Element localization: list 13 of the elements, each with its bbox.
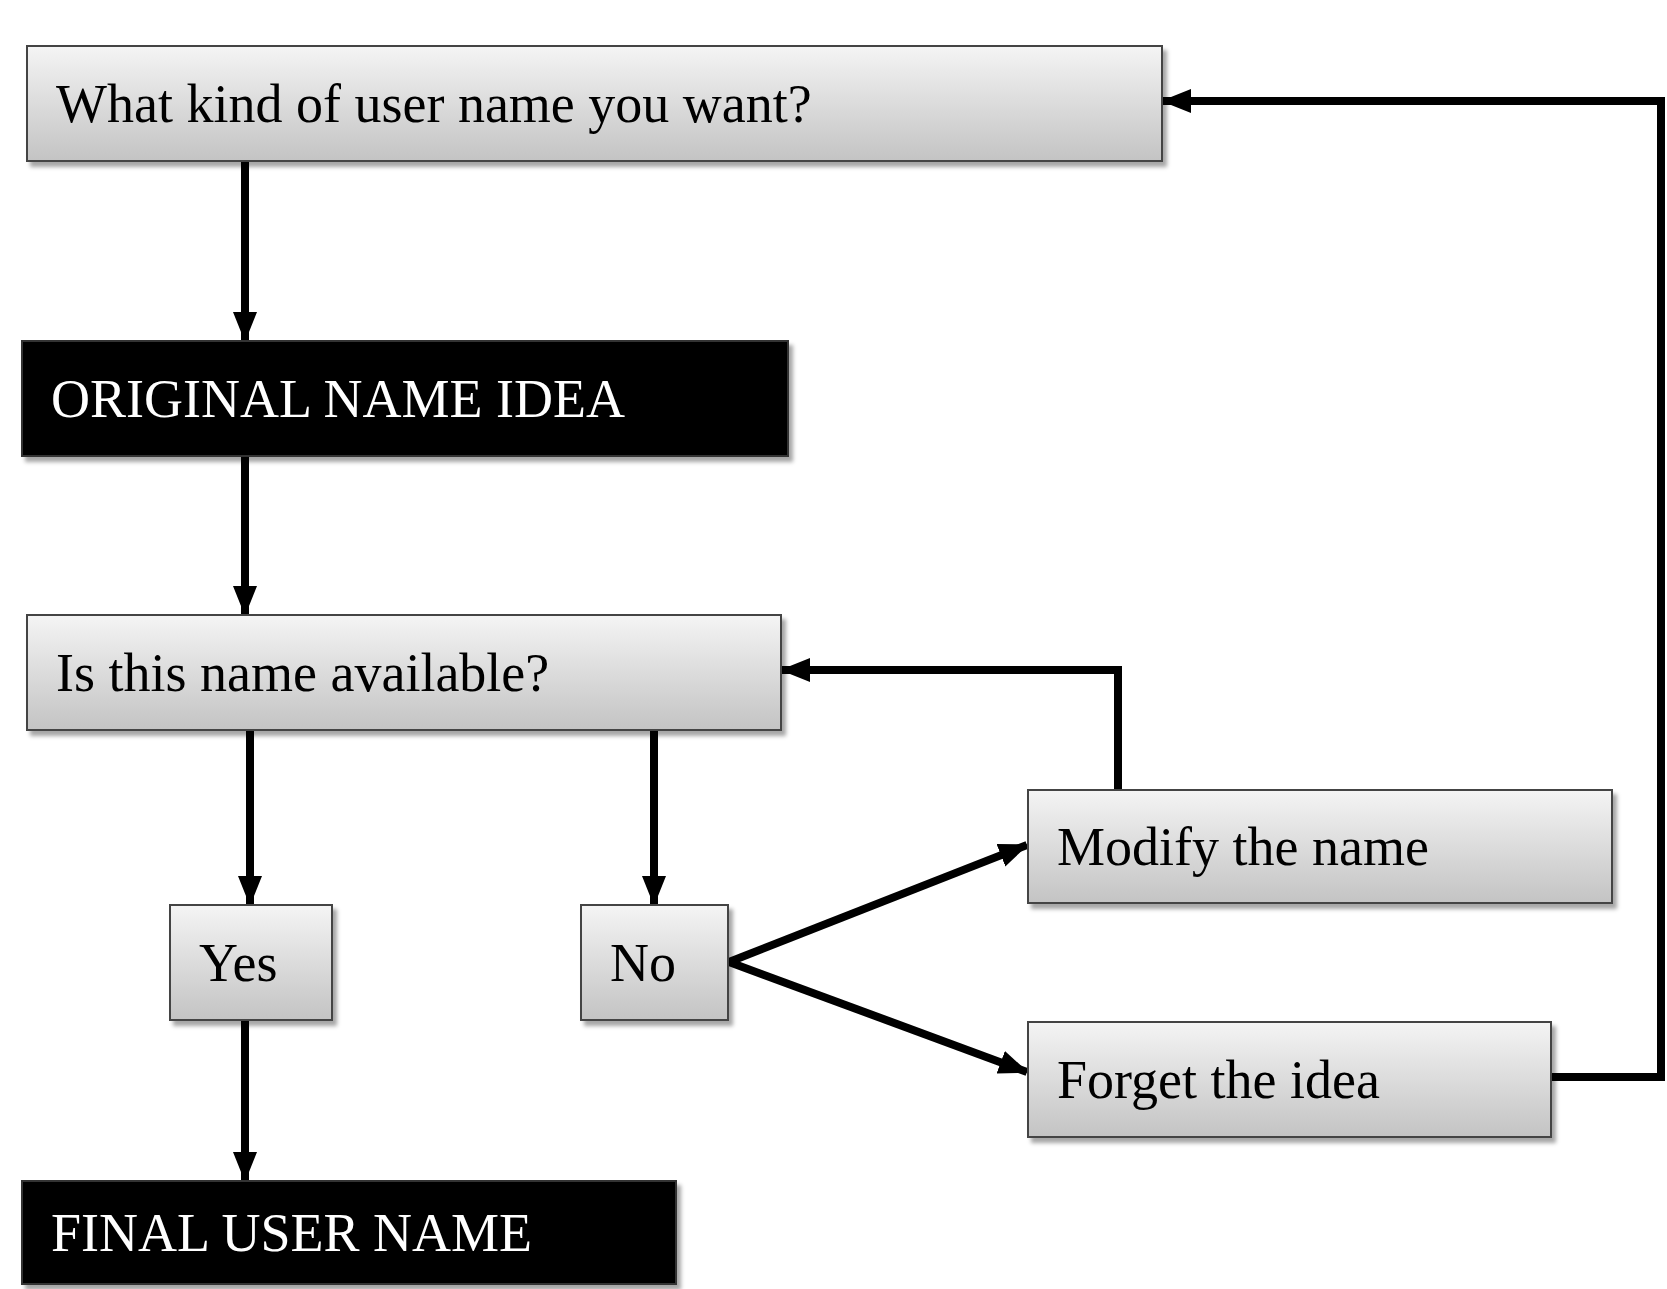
process-box: What kind of user name you want?: [26, 45, 1163, 162]
process-box: No: [580, 904, 729, 1021]
terminal-box: ORIGINAL NAME IDEA: [21, 340, 789, 457]
arrow: [233, 1021, 257, 1182]
arrow: [233, 457, 257, 616]
process-box: Is this name available?: [26, 614, 782, 731]
terminal-box: FINAL USER NAME: [21, 1180, 677, 1285]
process-box: Modify the name: [1027, 789, 1613, 904]
process-box: Forget the idea: [1027, 1021, 1552, 1138]
arrow: [233, 162, 257, 342]
arrow: [642, 731, 666, 906]
arrow: [238, 731, 262, 906]
process-box: Yes: [169, 904, 333, 1021]
